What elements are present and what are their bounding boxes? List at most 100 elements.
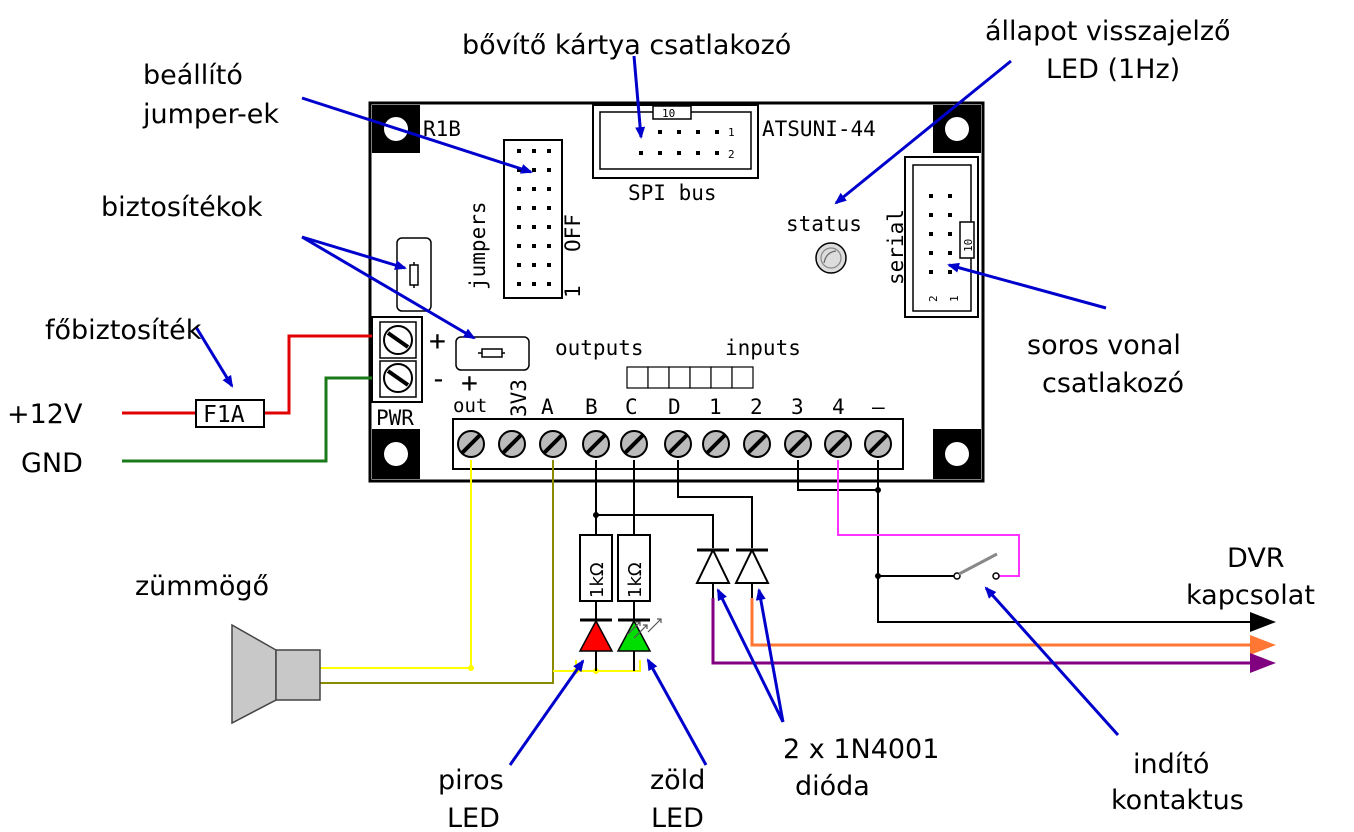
spi-pin1-label: 1 xyxy=(728,126,735,139)
serial-pin10-label: 10 xyxy=(962,239,975,252)
terminal-label-3v3: 3V3 xyxy=(507,379,531,417)
fuse-plus-label: + xyxy=(461,366,478,399)
terminal-label-2: 2 xyxy=(750,395,763,419)
power-minus-label: - xyxy=(430,362,447,395)
terminal-label-d: D xyxy=(668,395,681,419)
status-title-line1: állapot visszajelző xyxy=(985,16,1231,47)
wire-b xyxy=(595,460,714,548)
wire-gnd xyxy=(122,376,372,463)
gnd-label: GND xyxy=(21,448,83,479)
screw-3v3 xyxy=(498,430,526,458)
status-led xyxy=(815,242,847,274)
resistor-green: 1kΩ xyxy=(617,534,651,602)
terminal-label-b: B xyxy=(585,395,598,419)
serial-title-line1: soros vonal xyxy=(1027,330,1181,361)
buzzer xyxy=(231,623,321,725)
wire-plus12v xyxy=(122,334,372,415)
screw-2 xyxy=(743,430,771,458)
red-led-title-line1: piros xyxy=(438,765,504,796)
main-fuse-label: F1A xyxy=(203,402,245,428)
jumpers-title-line2: jumper-ek xyxy=(142,99,279,130)
screw-a xyxy=(539,430,567,458)
outputs-label: outputs xyxy=(555,336,644,360)
serial-title-line2: csatlakozó xyxy=(1042,368,1184,399)
dvr-title-line2: kapcsolat xyxy=(1186,580,1315,611)
start-contact-title-line2: kontaktus xyxy=(1111,785,1244,816)
mounting-hole-top-right xyxy=(933,105,981,153)
jumper-one-label: 1 xyxy=(561,285,585,298)
status-title-line2: LED (1Hz) xyxy=(1046,54,1180,85)
pwr-label: PWR xyxy=(376,406,414,430)
spi-pin10-label: 10 xyxy=(662,107,675,120)
fuse-holder-lower xyxy=(455,336,530,371)
green-led-title-line2: LED xyxy=(651,803,704,832)
screw-out xyxy=(457,430,485,458)
terminal-label-1: 1 xyxy=(709,395,722,419)
screw-b xyxy=(582,430,610,458)
diode-left xyxy=(695,547,731,598)
serial-label: serial xyxy=(884,209,908,285)
wire-diode-purple xyxy=(711,598,1255,665)
screw-4 xyxy=(824,430,852,458)
terminal-label-c: C xyxy=(625,395,638,419)
diodes-title-line2: dióda xyxy=(795,771,870,802)
wire-3-minus xyxy=(797,460,878,491)
resistor-green-value: 1kΩ xyxy=(625,562,646,598)
annotation-arrows xyxy=(194,55,1120,766)
screw-d xyxy=(664,430,692,458)
connector-title: bővítő kártya csatlakozó xyxy=(462,30,791,61)
resistor-red-value: 1kΩ xyxy=(587,562,608,598)
screw-c xyxy=(620,430,648,458)
jumpers-title-line1: beállító xyxy=(143,60,243,91)
buzzer-title: zümmögő xyxy=(135,571,269,602)
green-led-title-line1: zöld xyxy=(650,765,705,796)
diodes-title-line1: 2 x 1N4001 xyxy=(783,734,939,765)
off-label: OFF xyxy=(561,214,585,252)
wire-buzzer-a xyxy=(320,460,554,684)
terminal-label-4: 4 xyxy=(832,395,845,419)
serial-pin1-label: 1 xyxy=(948,295,961,302)
jumper-header xyxy=(503,139,563,299)
power-terminal xyxy=(371,316,423,403)
mounting-hole-bottom-left xyxy=(372,429,420,479)
status-label: status xyxy=(786,212,862,236)
fuse-holder-upper xyxy=(396,237,432,312)
serial-connector: 10 2 1 xyxy=(904,156,979,318)
red-led-title-line2: LED xyxy=(447,803,500,832)
screw-1 xyxy=(702,430,730,458)
diode-right xyxy=(734,547,770,598)
terminal-label-a: A xyxy=(541,395,554,419)
spi-pin2-label: 2 xyxy=(728,148,735,161)
wire-minus-dvr xyxy=(877,460,1255,623)
spi-connector: 10 1 2 xyxy=(592,104,759,179)
annotation-labels: beállító jumper-ek bővítő kártya csatlak… xyxy=(7,16,1315,832)
terminal-label-minus: – xyxy=(872,395,885,419)
inputs-label: inputs xyxy=(725,336,801,360)
serial-pin2-label: 2 xyxy=(927,295,940,302)
spi-bus-label: SPI bus xyxy=(628,181,717,205)
fuses-title: biztosítékok xyxy=(101,192,263,223)
terminal-screw-row xyxy=(457,430,892,458)
led-green xyxy=(616,618,662,671)
dvr-arrowheads xyxy=(1250,612,1276,673)
power-plus-label: + xyxy=(429,324,446,357)
led-bar xyxy=(626,366,754,389)
junction-dots xyxy=(593,487,881,579)
wire-buzzer-out xyxy=(320,460,472,669)
led-red xyxy=(578,618,614,671)
plus12v-label: +12V xyxy=(7,399,83,430)
board-revision: R1B xyxy=(423,117,461,141)
screw-3 xyxy=(784,430,812,458)
main-fuse-box xyxy=(195,399,265,428)
start-switch xyxy=(953,552,1000,580)
board-model: ATSUNI-44 xyxy=(762,117,876,141)
mainfuse-title: főbiztosíték xyxy=(45,315,202,346)
resistor-red: 1kΩ xyxy=(579,534,613,602)
screw-minus xyxy=(864,430,892,458)
wire-d xyxy=(677,460,753,548)
terminal-label-3: 3 xyxy=(791,395,804,419)
wire-4-switch xyxy=(837,460,1020,577)
jumpers-label: jumpers xyxy=(466,201,490,290)
terminal-label-out: out xyxy=(453,395,487,417)
